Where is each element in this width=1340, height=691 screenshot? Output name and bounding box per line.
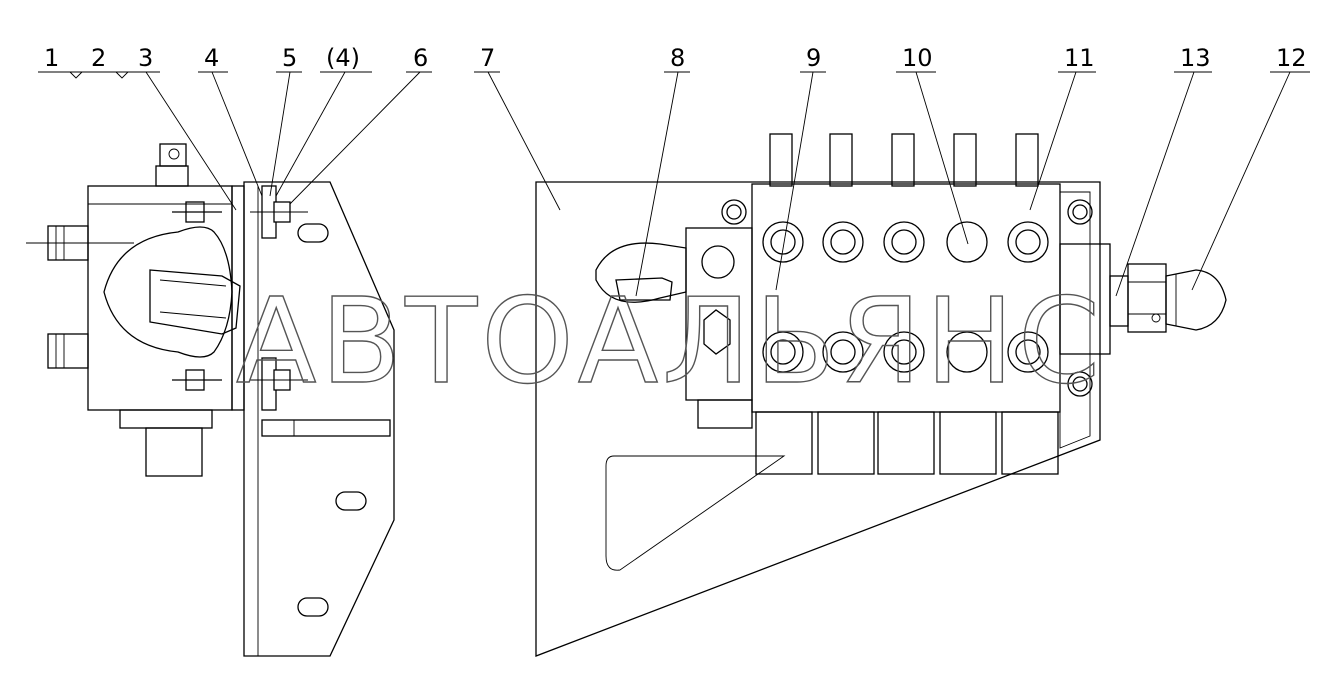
callout-2: 2 [91, 44, 106, 72]
union-nut-13 [1127, 263, 1167, 333]
callout-8: 8 [670, 44, 685, 72]
elbow-12 [1165, 269, 1227, 331]
bracket-plate [243, 181, 395, 657]
callout-10: 10 [902, 44, 933, 72]
callout-5: 5 [282, 44, 297, 72]
base-plate [535, 181, 1101, 657]
handle-lever [103, 226, 233, 358]
lower-fittings [762, 331, 1049, 373]
callout-1: 1 [44, 44, 59, 72]
upper-fittings [762, 221, 1049, 263]
right-fittings [1059, 243, 1227, 355]
callout-labels: 1 2 3 4 5 (4) 6 7 8 9 10 11 13 12 [44, 44, 1307, 72]
elbow-fitting-8 [595, 242, 687, 303]
callout-7: 7 [480, 44, 495, 72]
callout-13: 13 [1180, 44, 1211, 72]
callout-12: 12 [1276, 44, 1307, 72]
mounting-bracket [231, 181, 395, 657]
callout-3: 3 [138, 44, 153, 72]
callout-11: 11 [1064, 44, 1095, 72]
callout-6: 6 [413, 44, 428, 72]
bottom-stem [145, 427, 203, 477]
mounting-plate-7 [535, 181, 1101, 657]
callout-4: 4 [204, 44, 219, 72]
left-valve-assembly [26, 143, 241, 477]
top-stem [159, 143, 187, 167]
leader-lines [38, 71, 1310, 297]
callout-4-repeat: (4) [326, 44, 360, 72]
lower-port [47, 333, 89, 369]
watermark-text: АВТОАЛЬЯНС [236, 272, 1104, 410]
valve-body [87, 185, 233, 411]
callout-9: 9 [806, 44, 821, 72]
